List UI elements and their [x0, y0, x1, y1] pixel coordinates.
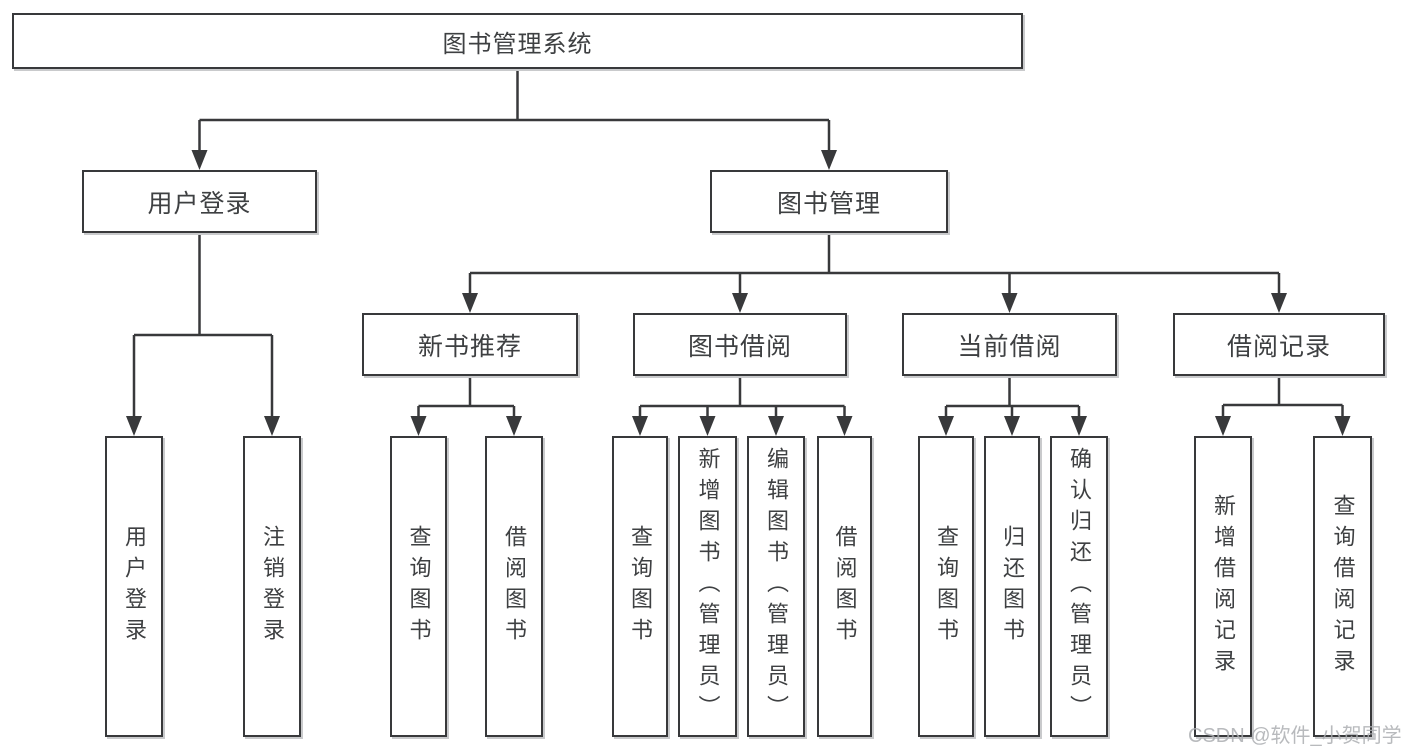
leaf-logout: 注销登录	[243, 436, 301, 737]
leaf-br-add-record: 新增借阅记录	[1194, 436, 1252, 737]
node-label: 归还图书	[1000, 524, 1025, 649]
node-root-system: 图书管理系统	[12, 13, 1023, 69]
arrow-down-icon	[1071, 416, 1087, 436]
arrow-down-icon	[821, 150, 837, 170]
arrow-down-icon	[506, 416, 522, 436]
node-book-borrowing: 图书借阅	[633, 313, 847, 376]
leaf-bb-query-books: 查询图书	[612, 436, 668, 737]
node-label: 新增图书（管理员）	[695, 447, 721, 726]
connector-book-borrow-to-leaves	[638, 376, 846, 418]
arrow-down-icon	[1004, 416, 1020, 436]
arrow-down-icon	[126, 416, 142, 436]
arrow-down-icon	[1271, 293, 1287, 313]
arrow-down-icon	[632, 416, 648, 436]
leaf-nbr-query-books: 查询图书	[390, 436, 447, 737]
node-label: 借阅图书	[502, 524, 527, 649]
leaf-bb-edit-books-admin: 编辑图书（管理员）	[747, 436, 805, 737]
leaf-br-query-record: 查询借阅记录	[1313, 436, 1372, 737]
node-current-borrowing: 当前借阅	[902, 313, 1117, 376]
leaf-nbr-borrow-books: 借阅图书	[485, 436, 543, 737]
arrow-down-icon	[1334, 416, 1351, 436]
node-label: 当前借阅	[957, 332, 1062, 361]
arrowheads	[126, 150, 1351, 436]
arrow-down-icon	[938, 416, 954, 436]
connector-borrow-records-to-leaves	[1221, 376, 1344, 418]
node-label: 注销登录	[260, 524, 285, 649]
arrow-down-icon	[768, 416, 784, 436]
node-label: 确认归还（管理员）	[1067, 447, 1092, 726]
arrow-down-icon	[1215, 416, 1231, 436]
watermark: CSDN @软件_小贺同学	[1188, 725, 1402, 747]
node-label: 编辑图书（管理员）	[764, 447, 789, 726]
node-book-management: 图书管理	[710, 170, 948, 233]
node-label: 图书借阅	[687, 332, 792, 361]
leaf-bb-add-books-admin: 新增图书（管理员）	[678, 436, 737, 737]
node-label: 用户登录	[147, 189, 252, 218]
node-label: 查询图书	[934, 524, 959, 649]
node-label: 借阅图书	[832, 524, 858, 649]
arrow-down-icon	[732, 293, 748, 313]
node-label: 借阅记录	[1226, 332, 1331, 361]
connector-user-login-to-leaves	[132, 233, 274, 418]
node-user-login: 用户登录	[82, 170, 317, 233]
leaf-cb-confirm-return-admin: 确认归还（管理员）	[1050, 436, 1108, 737]
node-label: 查询借阅记录	[1330, 493, 1356, 680]
node-label: 图书管理	[776, 189, 881, 218]
node-borrowing-records: 借阅记录	[1173, 313, 1385, 376]
node-label: 查询图书	[406, 524, 432, 649]
node-new-book-recommend: 新书推荐	[362, 313, 578, 376]
connector-book-mgmt-to-level3	[468, 233, 1281, 295]
arrow-down-icon	[836, 416, 853, 436]
connector-root-to-level2	[198, 69, 831, 152]
arrow-down-icon	[1001, 293, 1018, 313]
leaf-user-login: 用户登录	[105, 436, 163, 737]
node-label: 用户登录	[122, 524, 147, 649]
leaf-cb-query-books: 查询图书	[918, 436, 974, 737]
leaf-bb-borrow-books: 借阅图书	[817, 436, 872, 737]
node-label: 新书推荐	[417, 332, 522, 361]
arrow-down-icon	[462, 293, 478, 313]
connector-new-book-rec-to-leaves	[417, 376, 516, 418]
node-label: 查询图书	[628, 524, 653, 649]
connector-current-borrow-to-leaves	[944, 376, 1081, 418]
node-label: 图书管理系统	[442, 30, 593, 58]
arrow-down-icon	[191, 150, 208, 170]
arrow-down-icon	[264, 416, 280, 436]
arrow-down-icon	[410, 416, 427, 436]
arrow-down-icon	[699, 416, 716, 436]
leaf-cb-return-books: 归还图书	[984, 436, 1040, 737]
node-label: 新增借阅记录	[1211, 493, 1236, 680]
